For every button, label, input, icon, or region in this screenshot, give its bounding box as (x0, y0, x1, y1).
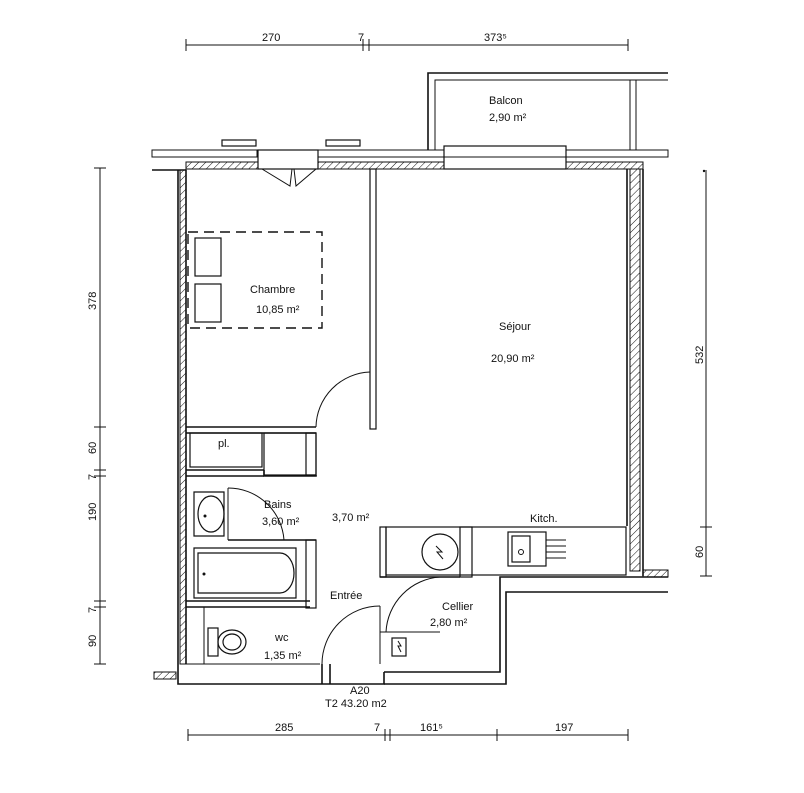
unit-summary: T2 43.20 m2 (325, 698, 387, 710)
bed-outline (187, 231, 323, 329)
top-dimension-line: 270 7 373⁵ (185, 32, 629, 51)
sejour-label: Séjour (499, 321, 531, 333)
bathtub-icon (193, 547, 297, 599)
kitchen-fixtures (385, 526, 627, 657)
dim-left-5: 7 (87, 607, 99, 613)
dim-top-1: 270 (262, 32, 280, 44)
entree-area: 3,70 m² (332, 512, 370, 524)
electric-panel-icon (391, 637, 407, 657)
unit-reference: A20 (350, 685, 370, 697)
dim-left-2: 60 (87, 442, 99, 454)
washbasin-icon (193, 491, 225, 537)
chambre-label: Chambre (250, 284, 295, 296)
dim-right-2: 60 (694, 546, 706, 558)
bathroom-fixtures (193, 491, 297, 657)
left-dimension-line: 378 60 7 190 7 90 (87, 167, 106, 665)
dim-left-1: 378 (87, 292, 99, 310)
bottom-dimension-line: 285 7 161⁵ 197 (187, 722, 629, 741)
interior-walls (186, 168, 473, 665)
outer-walls (153, 168, 669, 685)
kitchen-label: Kitch. (530, 513, 558, 525)
placard-label: pl. (218, 438, 230, 450)
dim-left-6: 90 (87, 635, 99, 647)
dim-bottom-1: 285 (275, 722, 293, 734)
dim-top-3: 373⁵ (484, 32, 507, 44)
sink-icon (507, 531, 547, 567)
boiler-icon (421, 533, 459, 571)
cellier-label: Cellier (442, 601, 474, 613)
dim-left-3: 7 (87, 474, 99, 480)
wc-area: 1,35 m² (264, 650, 302, 662)
bains-label: Bains (264, 499, 292, 511)
chambre-area: 10,85 m² (256, 304, 300, 316)
right-dimension-line: 532 60 (694, 170, 712, 577)
balcon-label: Balcon (489, 95, 523, 107)
wc-label: wc (274, 632, 289, 644)
entree-label: Entrée (330, 590, 362, 602)
dim-left-4: 190 (87, 503, 99, 521)
dim-top-2: 7 (358, 32, 364, 44)
room-labels: Chambre 10,85 m² Séjour 20,90 m² pl. Bai… (218, 284, 558, 662)
sejour-area: 20,90 m² (491, 353, 535, 365)
dim-bottom-2: 7 (374, 722, 380, 734)
balcony: Balcon 2,90 m² (427, 72, 668, 150)
bains-area: 3,60 m² (262, 516, 300, 528)
cellier-area: 2,80 m² (430, 617, 468, 629)
top-facade-wall (151, 139, 669, 187)
unit-caption: A20 T2 43.20 m2 (325, 685, 387, 710)
dim-bottom-4: 197 (555, 722, 573, 734)
balcon-area: 2,90 m² (489, 112, 527, 124)
marker-dot (702, 169, 706, 173)
dim-bottom-3: 161⁵ (420, 722, 443, 734)
dim-right-1: 532 (694, 346, 706, 364)
toilet-icon (207, 627, 247, 657)
